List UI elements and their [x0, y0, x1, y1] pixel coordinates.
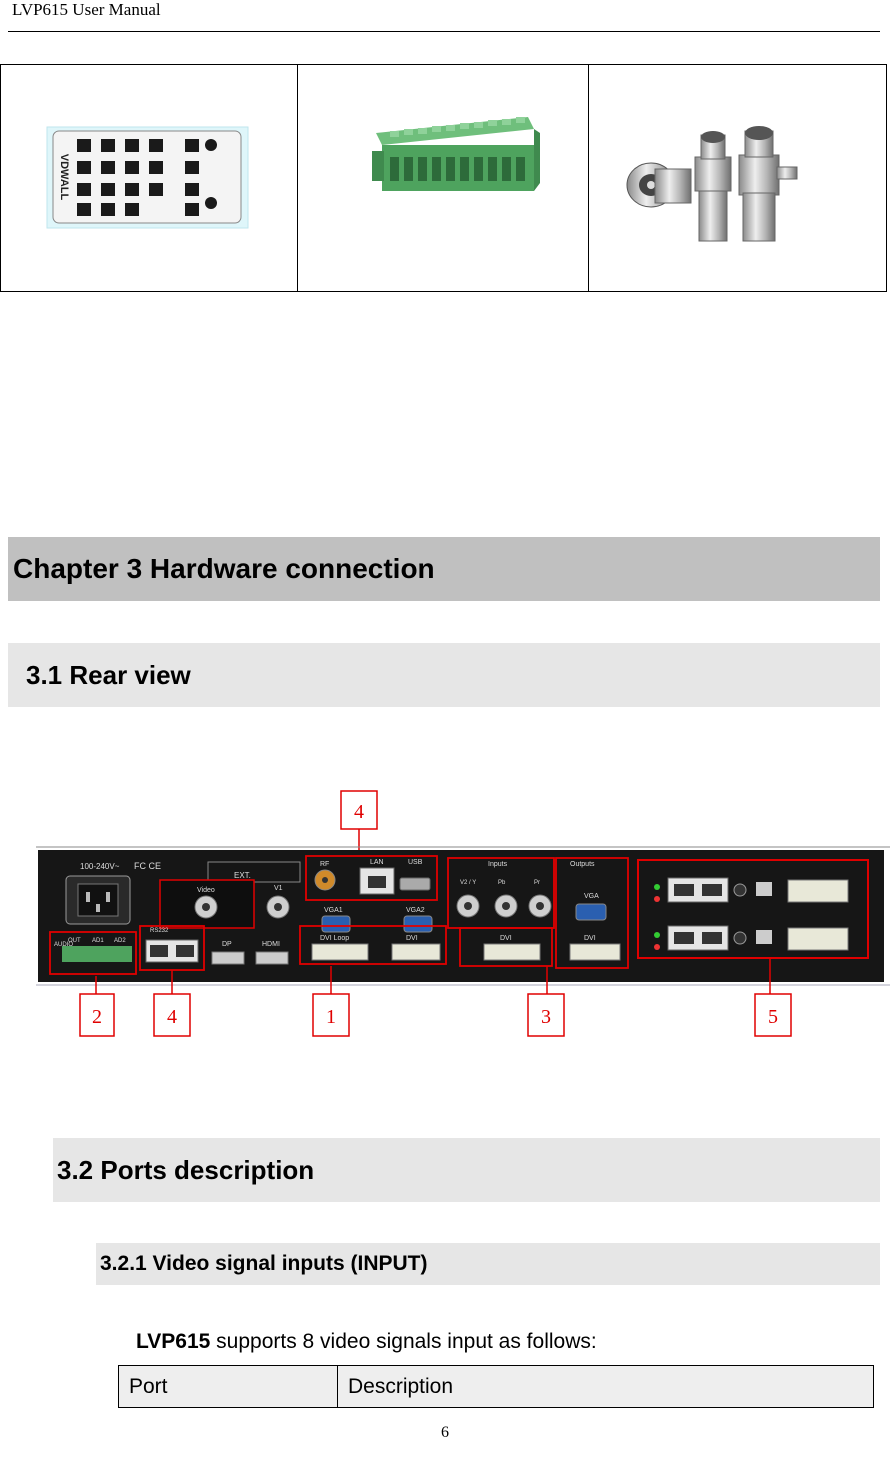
- chapter-heading: Chapter 3 Hardware connection: [8, 537, 880, 601]
- pr-label: Pr: [534, 880, 540, 886]
- v1-label: V1: [274, 885, 283, 892]
- document-header-title: LVP615 User Manual: [12, 0, 161, 19]
- vga-out-label: VGA: [584, 893, 599, 900]
- ext-label: EXT.: [234, 871, 251, 880]
- outputs-label: Outputs: [570, 861, 595, 868]
- ports-table-header-row: Port Description: [118, 1365, 874, 1408]
- out-label: OUT: [68, 938, 81, 944]
- callout-box-5: [754, 993, 792, 1037]
- callout-label-5: 5: [768, 1006, 778, 1028]
- ad2-label: AD2: [114, 938, 126, 944]
- callout-label-3: 3: [541, 1006, 551, 1028]
- vga1-label: VGA1: [324, 907, 343, 914]
- remote-control-cell: VDWALL: [1, 65, 298, 291]
- vga2-label: VGA2: [406, 907, 425, 914]
- callout-label-1: 1: [326, 1006, 336, 1028]
- highlight-box-outputs: [555, 857, 629, 969]
- subsection-heading-video-inputs: 3.2.1 Video signal inputs (INPUT): [96, 1243, 880, 1285]
- accessory-image-table: VDWALL: [0, 64, 887, 292]
- rear-panel-diagram: 4 100-240V~ FC CE EXT. Video V1 RF LAN U…: [36, 790, 890, 1037]
- body-bold-model: LVP615: [136, 1330, 211, 1353]
- highlight-box-output-module: [637, 859, 869, 959]
- video-label: Video: [197, 887, 215, 894]
- terminal-block-image: [372, 117, 540, 191]
- callout-box-4: [153, 993, 191, 1037]
- highlight-box-rf-lan-usb: [305, 855, 438, 901]
- highlight-box-audio: [49, 931, 137, 975]
- callout-label-top-4: 4: [354, 801, 364, 823]
- callout-label-2: 2: [92, 1006, 102, 1028]
- body-text: supports 8 video signals input as follow…: [210, 1330, 597, 1353]
- page-number: 6: [441, 1424, 449, 1441]
- section-heading-rear-view: 3.1 Rear view: [8, 643, 880, 707]
- hdmi-label: HDMI: [262, 941, 280, 948]
- v2y-label: V2 / Y: [460, 880, 476, 886]
- callout-label-4: 4: [167, 1006, 177, 1028]
- highlight-box-dvi: [299, 925, 447, 965]
- audio-label: AUDIO: [54, 942, 73, 948]
- callout-box-2: [79, 993, 115, 1037]
- dvi-label-1: DVI: [406, 935, 418, 942]
- section-heading-ports-description: 3.2 Ports description: [53, 1138, 880, 1202]
- bnc-connectors-cell: [589, 65, 886, 291]
- rs232-label: RS232: [150, 928, 169, 934]
- callout-box-3: [527, 993, 565, 1037]
- body-paragraph: LVP615 supports 8 video signals input as…: [136, 1330, 597, 1354]
- rf-label: RF: [320, 861, 329, 868]
- inputs-label: Inputs: [488, 861, 508, 868]
- svg-text:FC CE: FC CE: [134, 861, 161, 871]
- bnc-connectors-image: [626, 126, 798, 242]
- highlight-box-dvi-2: [459, 927, 553, 967]
- callout-box-1: [312, 993, 350, 1037]
- power-label: 100-240V~: [80, 862, 120, 871]
- remote-brand-text: VDWALL: [58, 154, 70, 201]
- lan-label: LAN: [370, 859, 384, 866]
- ad1-label: AD1: [92, 938, 104, 944]
- dvi-label-3: DVI: [584, 935, 596, 942]
- dvi-label-2: DVI: [500, 935, 512, 942]
- dp-label: DP: [222, 941, 232, 948]
- header-rule: [8, 31, 880, 32]
- pb-label: Pb: [498, 880, 506, 886]
- ports-table-header-port: Port: [119, 1366, 338, 1407]
- terminal-block-cell: [298, 65, 589, 291]
- remote-control-image: VDWALL: [46, 126, 249, 229]
- dvi-loop-label: DVI Loop: [320, 935, 349, 942]
- usb-label: USB: [408, 859, 423, 866]
- ports-table-header-description: Description: [348, 1374, 454, 1398]
